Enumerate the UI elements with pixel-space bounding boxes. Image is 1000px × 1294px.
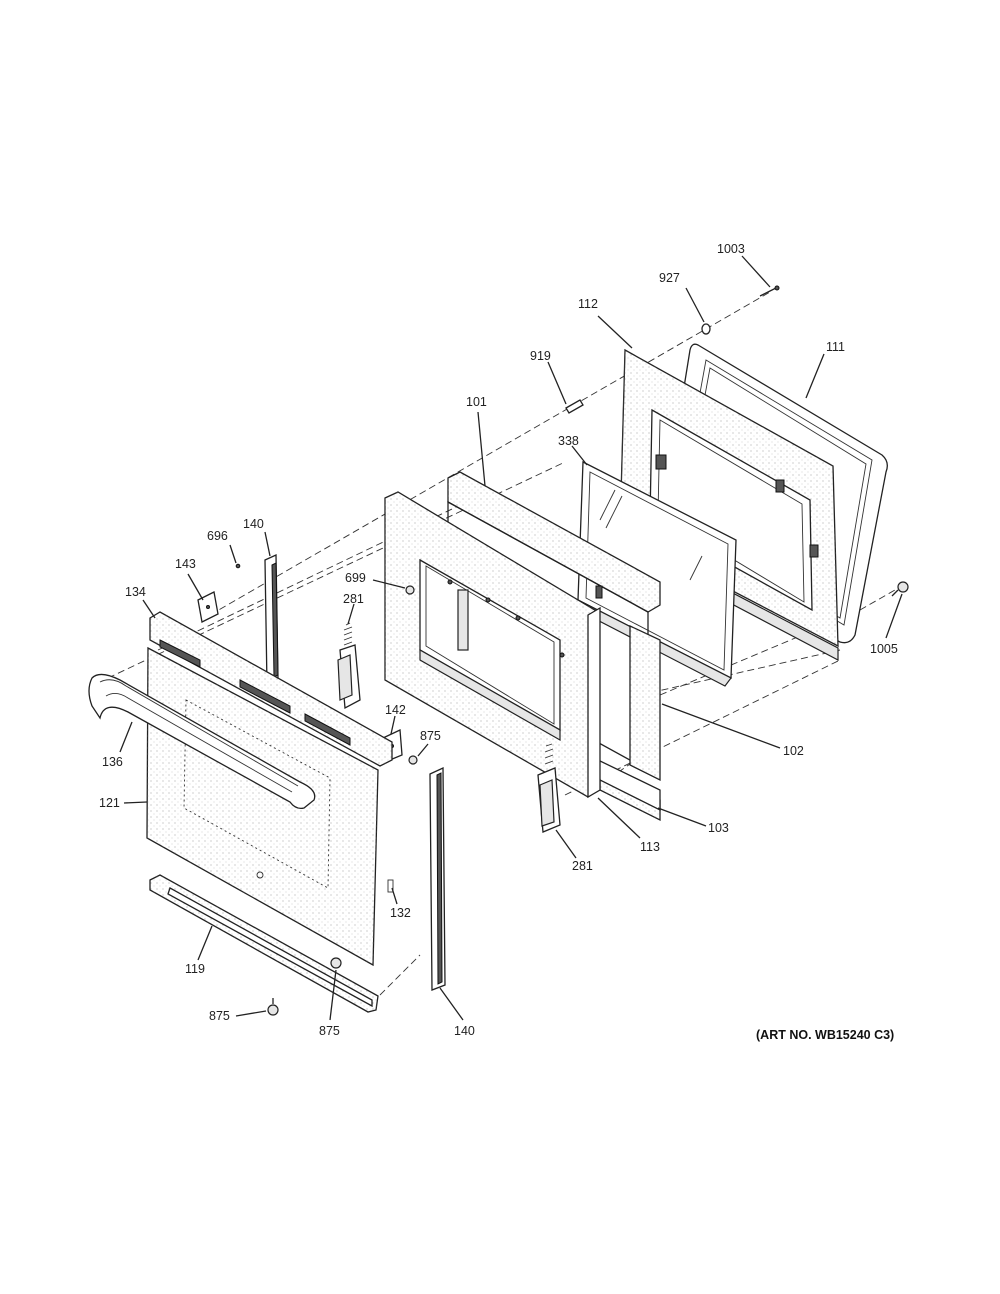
label-875-left: 875 <box>209 1009 230 1023</box>
label-140-top: 140 <box>243 517 264 531</box>
part-103-bottom-channel <box>597 624 661 812</box>
part-102-door-panel <box>384 491 603 798</box>
label-696: 696 <box>207 529 228 543</box>
label-919: 919 <box>530 349 551 363</box>
label-875-mid: 875 <box>420 729 441 743</box>
leader-lines <box>119 255 903 1021</box>
label-102: 102 <box>783 744 804 758</box>
label-281-left: 281 <box>343 592 364 606</box>
label-927: 927 <box>659 271 680 285</box>
callout-labels: 1003 927 112 111 919 101 338 696 140 143… <box>99 242 898 1038</box>
label-132: 132 <box>390 906 411 920</box>
label-140-bottom: 140 <box>454 1024 475 1038</box>
label-875-bottom: 875 <box>319 1024 340 1038</box>
label-134: 134 <box>125 585 146 599</box>
part-121-outer-door <box>146 646 394 967</box>
label-1003: 1003 <box>717 242 745 256</box>
part-281-hinge-right <box>537 743 561 833</box>
part-113-side-trim <box>587 606 601 799</box>
part-136-door-handle <box>88 673 316 810</box>
art-number: (ART NO. WB15240 C3) <box>756 1028 894 1042</box>
part-134-vent-trim <box>149 611 393 767</box>
part-140-side-strip-top <box>264 553 279 688</box>
part-281-hinge-left <box>337 622 361 710</box>
label-112: 112 <box>578 297 598 311</box>
label-281-bottom: 281 <box>572 859 593 873</box>
hardware-screws <box>235 285 909 1016</box>
part-140-side-strip-bottom <box>429 766 446 991</box>
part-119-bottom-trim <box>149 874 379 1013</box>
label-101: 101 <box>466 395 487 409</box>
label-699: 699 <box>345 571 366 585</box>
label-121: 121 <box>99 796 120 810</box>
label-143: 143 <box>175 557 196 571</box>
label-103: 103 <box>708 821 729 835</box>
label-119: 119 <box>185 962 205 976</box>
label-1005: 1005 <box>870 642 898 656</box>
label-113: 113 <box>640 840 660 854</box>
label-338: 338 <box>558 434 579 448</box>
label-136: 136 <box>102 755 123 769</box>
label-142: 142 <box>385 703 406 717</box>
label-111: 111 <box>826 340 845 354</box>
